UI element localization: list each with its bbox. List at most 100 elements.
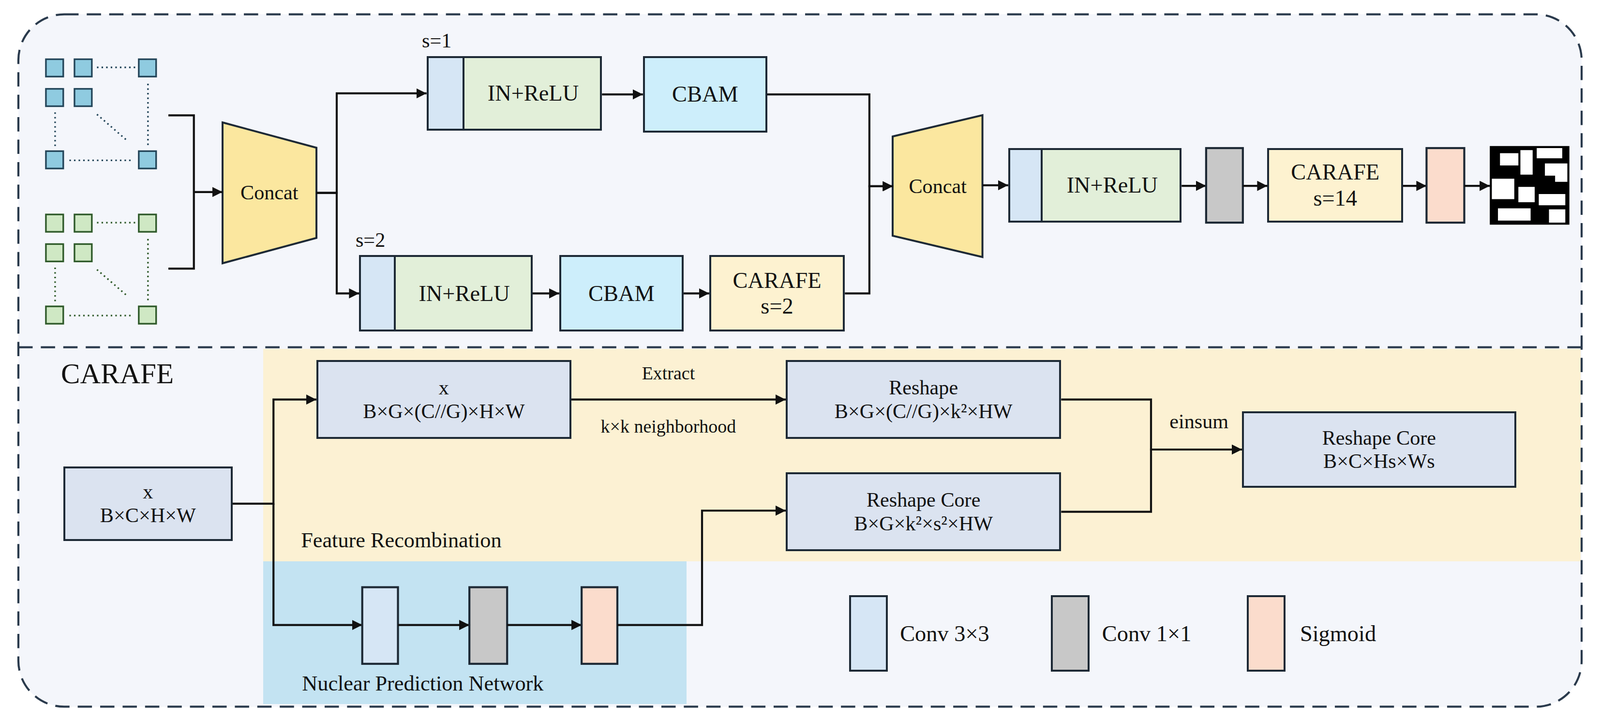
flow-arrow xyxy=(532,292,560,295)
tensor-box: xB×G×(C//G)×H×W xyxy=(316,359,572,439)
box-label: x xyxy=(142,479,153,504)
grid-cell xyxy=(74,243,92,262)
box-label: IN+ReLU xyxy=(1066,172,1158,198)
box-label: B×C×H×W xyxy=(100,503,196,528)
grid-cell xyxy=(45,150,64,169)
conv3x3-block xyxy=(1010,149,1044,221)
flow-arrow xyxy=(601,93,643,96)
region-band: Feature RecombinationxB×G×(C//G)×H×WResh… xyxy=(263,348,1581,562)
building-shape xyxy=(1497,208,1531,221)
flow-arrow xyxy=(1464,184,1490,187)
flow-arrow xyxy=(617,510,786,625)
box-label: B×G×(C//G)×k²×HW xyxy=(834,399,1013,424)
box-label: CBAM xyxy=(672,81,739,107)
building-shape xyxy=(1520,149,1533,175)
box-label: B×G×(C//G)×H×W xyxy=(362,399,525,424)
output-mask xyxy=(1489,146,1570,225)
grid-cell xyxy=(45,214,64,232)
grid-dots xyxy=(55,222,149,316)
box-label: Concat xyxy=(240,180,299,205)
grid-cell xyxy=(74,89,92,107)
box-label: Reshape xyxy=(888,375,958,400)
concat-block: Concat xyxy=(892,115,983,257)
legend-text: Sigmoid xyxy=(1300,621,1376,646)
dotted-line xyxy=(69,159,134,162)
region-title: Nuclear Prediction Network xyxy=(301,671,544,697)
outer-panel xyxy=(18,14,1582,707)
building-shape xyxy=(1536,148,1563,159)
conv3x3-block xyxy=(360,256,396,330)
flow-arrow xyxy=(1061,449,1242,512)
box-label: Reshape Core xyxy=(866,488,981,512)
grid-cell xyxy=(138,150,157,169)
box-label: x xyxy=(438,375,449,400)
outer-frame xyxy=(18,14,1582,707)
box-label: B×G×k²×s²×HW xyxy=(853,511,993,536)
legend-text: Conv 1×1 xyxy=(1102,621,1192,646)
trapezoid xyxy=(892,115,983,257)
input-grid xyxy=(45,59,157,169)
flow-arrow xyxy=(767,94,893,187)
attention-block: CBAM xyxy=(559,254,684,332)
building-shape xyxy=(1499,153,1519,166)
box-label: IN+ReLU xyxy=(487,80,579,106)
conv-norm-block: IN+ReLU xyxy=(358,254,533,332)
flow-arrow xyxy=(316,193,360,294)
building-shape xyxy=(1544,163,1568,182)
box-label: IN+ReLU xyxy=(418,280,510,307)
dotted-line xyxy=(54,112,56,148)
legend-text: Conv 3×3 xyxy=(899,621,990,646)
annotation-label: s=2 xyxy=(355,228,386,251)
legend-swatch xyxy=(1246,595,1286,672)
annotation-label: einsum xyxy=(1169,410,1229,433)
tensor-box: Reshape CoreB×C×Hs×Ws xyxy=(1241,411,1517,488)
flow-arrow xyxy=(1181,184,1207,187)
grid-cell xyxy=(45,89,64,107)
legend-swatch xyxy=(849,595,888,672)
conv-norm-block: IN+ReLU xyxy=(426,56,603,131)
legend-swatch xyxy=(1050,595,1090,672)
building-shape xyxy=(1518,186,1535,203)
flow-arrow xyxy=(507,624,582,627)
flow-arrow xyxy=(982,184,1009,187)
conv1x1-block xyxy=(469,587,508,664)
dotted-line xyxy=(69,314,134,316)
tensor-box: xB×C×H×W xyxy=(63,466,233,541)
region-band: Nuclear Prediction Network xyxy=(263,561,687,704)
conv3x3-block xyxy=(362,587,399,664)
building-shape xyxy=(1538,194,1566,206)
box-label: Reshape Core xyxy=(1322,426,1436,450)
input-grid xyxy=(45,214,157,324)
flow-arrow xyxy=(571,398,786,401)
annotation-label: Extract xyxy=(642,363,696,384)
grid-cell xyxy=(45,306,64,324)
annotation-label: s=1 xyxy=(421,29,452,52)
flow-arrow xyxy=(273,503,362,625)
flow-arrow xyxy=(194,191,223,194)
dotted-line xyxy=(96,221,136,224)
box-label: Concat xyxy=(908,174,967,199)
grid-cell xyxy=(74,59,92,77)
grid-cell xyxy=(138,59,157,77)
dotted-line xyxy=(96,114,128,141)
upsample-block: CARAFEs=2 xyxy=(709,254,846,332)
mask-background xyxy=(1489,146,1570,225)
conv3x3-block xyxy=(428,58,465,129)
dotted-line xyxy=(147,83,149,148)
dotted-line xyxy=(147,239,149,303)
conv1x1-block xyxy=(1206,148,1243,223)
dotted-line xyxy=(96,269,128,297)
sigmoid-block xyxy=(581,587,618,664)
grid-cell xyxy=(138,306,157,324)
section-divider xyxy=(18,345,1582,348)
box-label: B×C×Hs×Ws xyxy=(1323,449,1436,474)
building-shape xyxy=(1491,178,1514,199)
flow-arrow xyxy=(1061,399,1242,450)
flow-arrow xyxy=(398,624,470,627)
box-label: s=2 xyxy=(760,293,793,319)
input-bracket xyxy=(168,115,195,269)
